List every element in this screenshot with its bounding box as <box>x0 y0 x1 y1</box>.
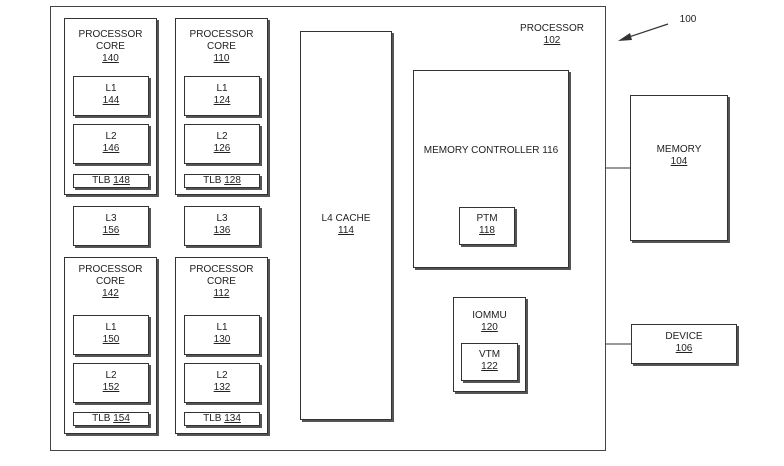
device-106 <box>631 324 737 364</box>
l3-cache-156 <box>73 206 149 246</box>
memory-controller-label: MEMORY CONTROLLER 116 <box>423 145 559 156</box>
l4-cache-114 <box>300 31 392 420</box>
l1-cache-144 <box>73 76 149 116</box>
processor-label: PROCESSOR 102 <box>520 23 584 46</box>
ptm-118 <box>459 207 515 245</box>
memory-104 <box>630 95 728 241</box>
tlb-154: TLB 154 <box>73 412 149 426</box>
figure-reference-label: 100 <box>679 14 697 25</box>
l1-cache-130 <box>184 315 260 355</box>
vtm-122 <box>461 343 518 381</box>
l1-cache-150 <box>73 315 149 355</box>
l2-cache-126 <box>184 124 260 164</box>
figure-arrow-icon <box>618 23 669 41</box>
tlb-128: TLB 128 <box>184 174 260 188</box>
l1-cache-124 <box>184 76 260 116</box>
tlb-134: TLB 134 <box>184 412 260 426</box>
l3-cache-136 <box>184 206 260 246</box>
l2-cache-152 <box>73 363 149 403</box>
l2-cache-146 <box>73 124 149 164</box>
l2-cache-132 <box>184 363 260 403</box>
tlb-148: TLB 148 <box>73 174 149 188</box>
